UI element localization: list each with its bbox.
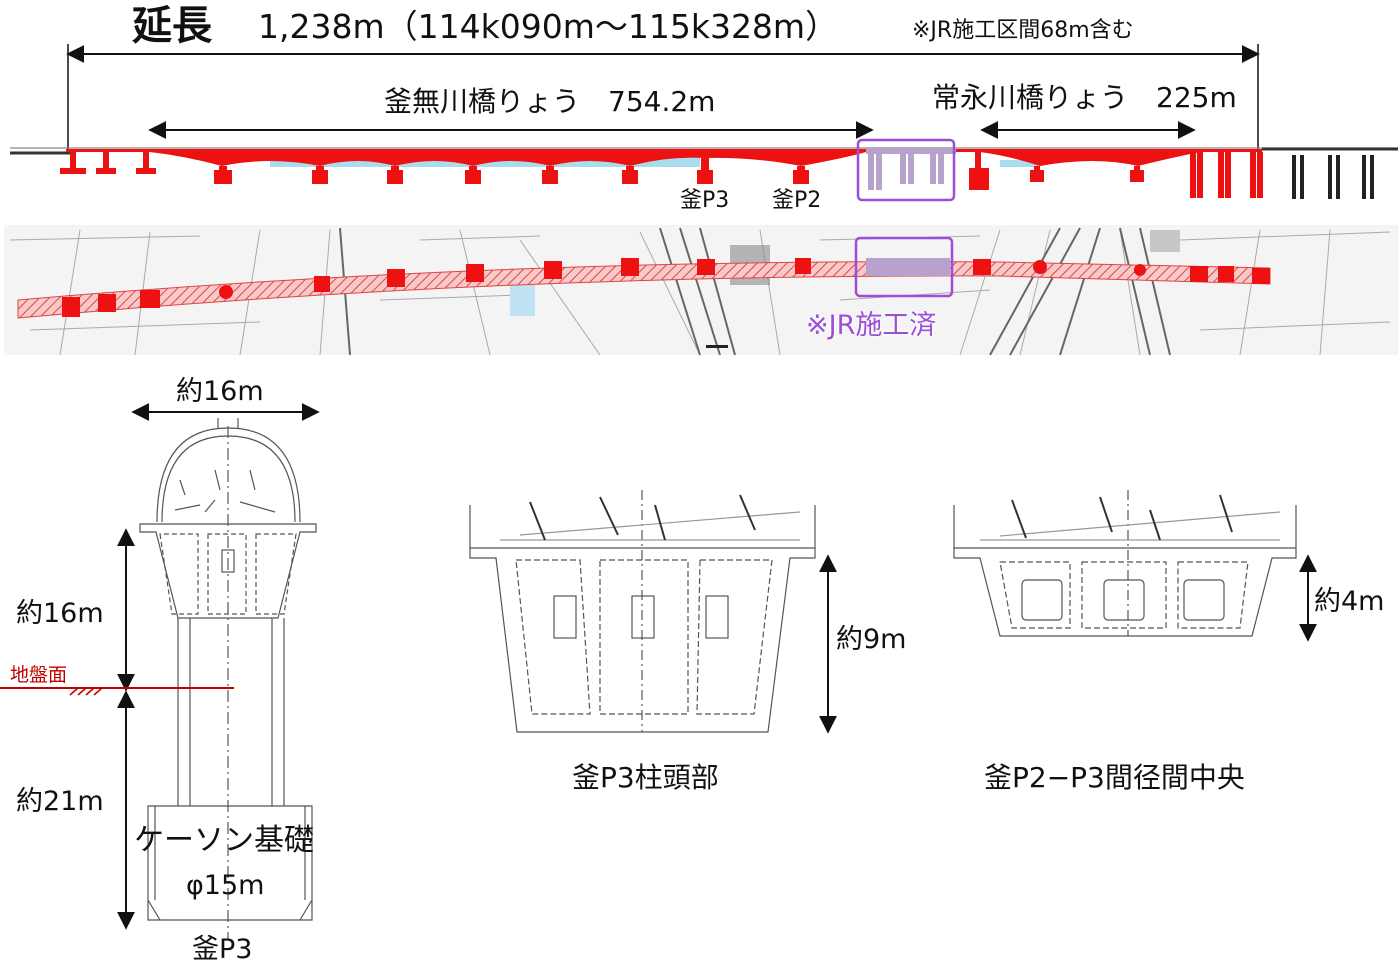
jr-note-label: ※JR施工済 [806, 310, 937, 341]
column-head-depth-label: 約9m [836, 624, 907, 655]
bridge-profile [10, 138, 1398, 202]
jr-section-box-plan [854, 236, 954, 298]
pier-width-label: 約16m [176, 376, 264, 407]
kamanashi-piers [60, 152, 809, 184]
tokonaga-piers [969, 152, 1263, 198]
plan-map [4, 225, 1398, 356]
span-label-tokonaga: 常永川橋りょう 225m [932, 81, 1237, 114]
midspan-caption: 釜P2−P3間径間中央 [984, 761, 1245, 794]
jr-section-box-profile [856, 138, 956, 202]
existing-piers [1292, 155, 1374, 199]
jr-piers [866, 148, 956, 190]
river-water-2 [1000, 160, 1040, 167]
tokonaga-girder [955, 149, 1262, 166]
kamanashi-girder [66, 149, 866, 166]
total-length-dimension [66, 44, 1260, 150]
jr-footprints [866, 258, 950, 276]
pier-height-lower-label: 約21m [16, 786, 104, 817]
profile-label-p2: 釜P2 [772, 188, 822, 213]
profile-label-p3: 釜P3 [680, 188, 730, 213]
caisson-label: ケーソン基礎 [134, 823, 314, 858]
section-midspan [953, 490, 1317, 642]
pier-elevation [0, 403, 320, 940]
title-prefix: 延長 [132, 3, 212, 49]
caisson-diameter-label: φ15m [186, 870, 265, 901]
column-head-caption: 釜P3柱頭部 [572, 761, 719, 794]
midspan-depth-label: 約4m [1314, 586, 1385, 617]
pier-height-upper-label: 約16m [16, 598, 104, 629]
pier-footprints [62, 258, 1270, 317]
title-value: 1,238m（114k090m～115k328m） [258, 7, 839, 46]
title-note: ※JR施工区間68m含む [912, 18, 1134, 43]
section-column-head [469, 490, 837, 734]
span-label-kamanashi: 釜無川橋りょう 754.2m [384, 85, 716, 118]
pier-name-label: 釜P3 [192, 934, 253, 965]
ground-level-label: 地盤面 [10, 664, 68, 686]
